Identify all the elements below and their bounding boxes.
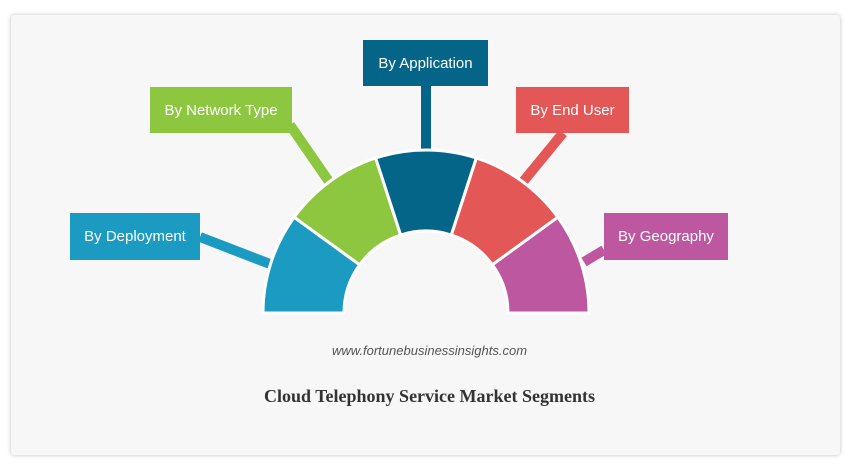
connector-line <box>581 245 607 267</box>
label-by-end-user: By End User <box>516 87 629 133</box>
label-by-application: By Application <box>363 40 488 86</box>
label-by-network-type: By Network Type <box>150 87 292 133</box>
watermark-url: www.fortunebusinessinsights.com <box>331 343 528 358</box>
diagram-title: Cloud Telephony Service Market Segments <box>264 386 595 406</box>
connector-line <box>285 122 335 186</box>
segment-by-geography <box>490 215 591 315</box>
connector-line <box>198 232 272 269</box>
connector-line <box>518 129 567 187</box>
label-by-geography: By Geography <box>604 213 728 260</box>
label-by-deployment: By Deployment <box>70 213 200 260</box>
